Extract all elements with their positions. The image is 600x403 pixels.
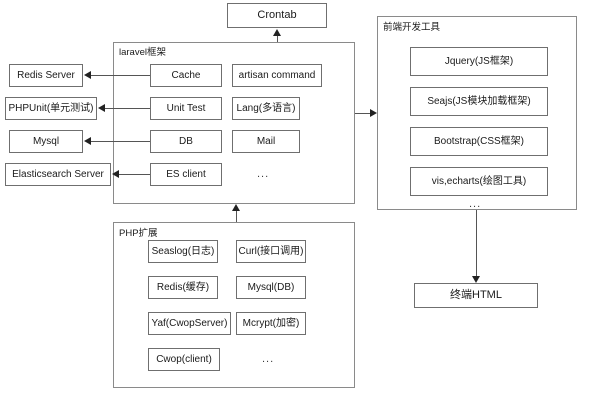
node-terminal-html[interactable]: 终端HTML [414,283,538,308]
node-cache[interactable]: Cache [150,64,222,87]
node-mysql-server[interactable]: Mysql [9,130,83,153]
arrowhead-terminal-html [472,276,480,283]
arrowhead-laravel-group [232,204,240,211]
group-label-php-extensions: PHP扩展 [119,228,158,239]
node-db[interactable]: DB [150,130,222,153]
node-mysql-db[interactable]: Mysql(DB) [236,276,306,299]
node-lang[interactable]: Lang(多语言) [232,97,300,120]
node-redis-server[interactable]: Redis Server [9,64,83,87]
group-label-laravel: laravel框架 [119,47,166,58]
connector-db-to-mysql [91,141,150,142]
group-label-frontend-tools: 前端开发工具 [383,22,441,33]
ellipsis-frontend-tools: ... [469,198,482,210]
arrowhead-elasticsearch [112,170,119,178]
node-cwop-client[interactable]: Cwop(client) [148,348,220,371]
node-phpunit[interactable]: PHPUnit(单元测试) [5,97,97,120]
node-seaslog[interactable]: Seaslog(日志) [148,240,218,263]
connector-frontend-to-terminal [476,210,477,276]
node-crontab[interactable]: Crontab [227,3,327,28]
node-mail[interactable]: Mail [232,130,300,153]
arrowhead-frontend-group [370,109,377,117]
arrowhead-redis-server [84,71,91,79]
arrowhead-mysql [84,137,91,145]
connector-phpext-to-laravel [236,211,237,222]
ellipsis-laravel-right: ... [257,168,270,180]
node-mcrypt[interactable]: Mcrypt(加密) [236,312,306,335]
connector-esclient-to-elasticsearch [119,174,150,175]
connector-cache-to-redis [91,75,150,76]
node-unit-test[interactable]: Unit Test [150,97,222,120]
node-curl[interactable]: Curl(接口调用) [236,240,306,263]
arrowhead-phpunit [98,104,105,112]
connector-laravel-to-frontend [355,113,370,114]
node-vis-echarts[interactable]: vis,echarts(绘图工具) [410,167,548,196]
node-redis-cache[interactable]: Redis(缓存) [148,276,218,299]
ellipsis-php-extensions: ... [262,353,275,365]
node-es-client[interactable]: ES client [150,163,222,186]
arrowhead-crontab [273,29,281,36]
node-jquery[interactable]: Jquery(JS框架) [410,47,548,76]
node-bootstrap[interactable]: Bootstrap(CSS框架) [410,127,548,156]
connector-unittest-to-phpunit [105,108,150,109]
node-seajs[interactable]: Seajs(JS模块加载框架) [410,87,548,116]
node-artisan-command[interactable]: artisan command [232,64,322,87]
node-elasticsearch-server[interactable]: Elasticsearch Server [5,163,111,186]
node-yaf-cwopserver[interactable]: Yaf(CwopServer) [148,312,231,335]
